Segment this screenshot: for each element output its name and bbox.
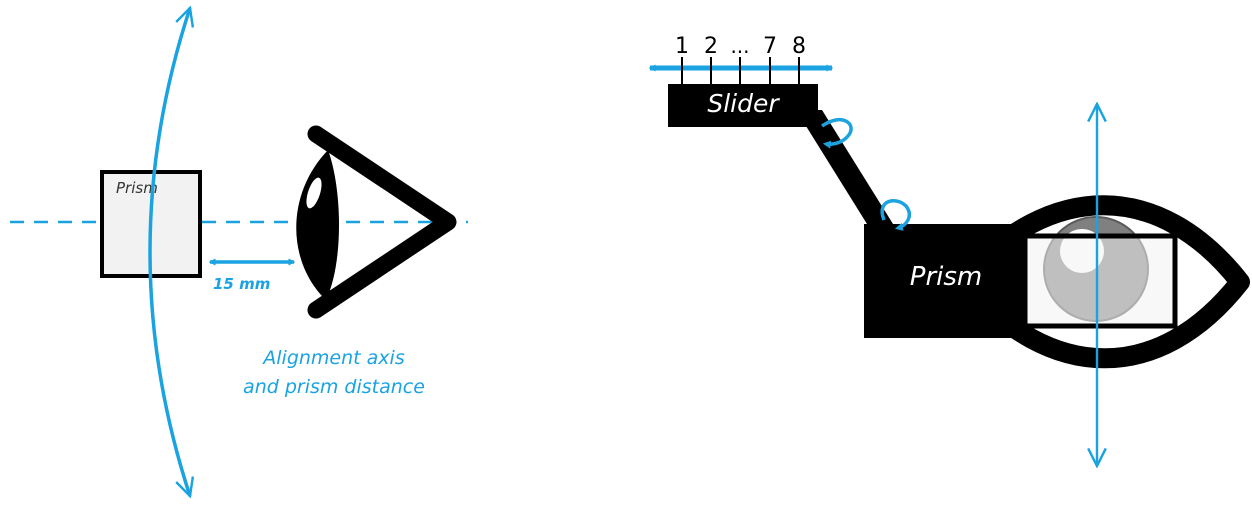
prism-holder-block <box>864 224 1026 338</box>
caption-line-2: and prism distance <box>243 376 425 398</box>
slider-position-label: ... <box>730 34 749 58</box>
slider-position-label: 2 <box>704 34 718 59</box>
connecting-arm <box>796 110 898 232</box>
slider-position-label: 8 <box>792 34 806 59</box>
caption-line-1: Alignment axis <box>261 347 405 369</box>
joint-rotation-arrow-top <box>820 118 853 149</box>
side-view-eye-icon <box>296 125 457 319</box>
prism-box-label: Prism <box>116 179 158 197</box>
slider-block <box>668 84 818 127</box>
prism-lens <box>1022 233 1178 329</box>
rotation-arc-arrow <box>148 8 190 496</box>
prism-holder-label: Prism <box>910 262 982 292</box>
left-panel: Prism 15 mm Alignment axis and prism dis… <box>10 8 468 496</box>
right-panel: Prism Slider 1 2 ... 7 8 <box>648 34 1250 466</box>
slider-label: Slider <box>707 89 780 118</box>
slider-position-label: 7 <box>763 34 777 59</box>
distance-label: 15 mm <box>213 275 270 293</box>
slider-scale: 1 2 ... 7 8 <box>675 34 806 84</box>
slider-position-label: 1 <box>675 34 689 59</box>
joint-rotation-arrow-bottom <box>880 199 911 231</box>
